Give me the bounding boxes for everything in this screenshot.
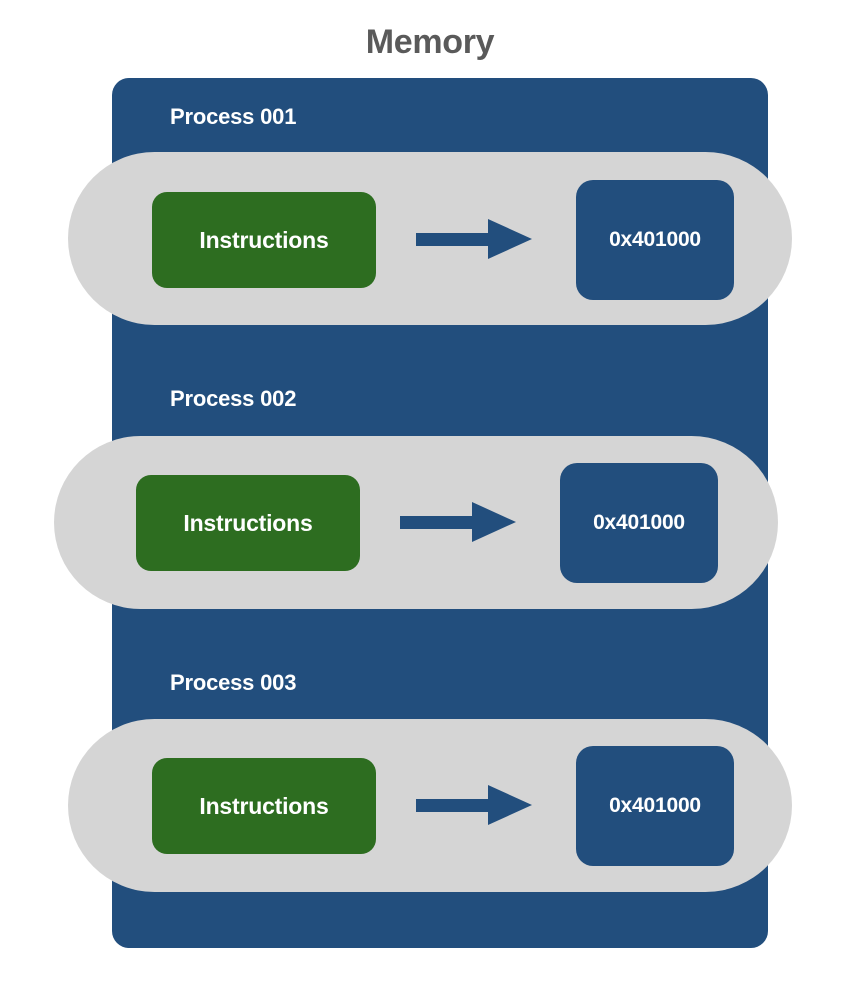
instructions-label-001: Instructions xyxy=(199,226,329,253)
address-label-001: 0x401000 xyxy=(609,228,701,251)
address-box-001[interactable]: 0x401000 xyxy=(576,180,734,300)
address-label-003: 0x401000 xyxy=(609,794,701,817)
instructions-label-002: Instructions xyxy=(183,509,313,536)
instructions-box-003[interactable]: Instructions xyxy=(152,758,376,854)
arrow-right-icon-003 xyxy=(416,783,534,827)
arrow-right-icon-002 xyxy=(400,500,518,544)
page-title: Memory xyxy=(365,23,495,61)
process-label-001: Process 001 xyxy=(170,104,297,129)
instructions-box-001[interactable]: Instructions xyxy=(152,192,376,288)
instructions-box-002[interactable]: Instructions xyxy=(136,475,360,571)
address-box-003[interactable]: 0x401000 xyxy=(576,746,734,866)
instructions-label-003: Instructions xyxy=(199,792,329,819)
address-box-002[interactable]: 0x401000 xyxy=(560,463,718,583)
process-label-002: Process 002 xyxy=(170,386,297,411)
process-label-003: Process 003 xyxy=(170,670,297,695)
address-label-002: 0x401000 xyxy=(593,511,685,534)
arrow-right-icon-001 xyxy=(416,217,534,261)
